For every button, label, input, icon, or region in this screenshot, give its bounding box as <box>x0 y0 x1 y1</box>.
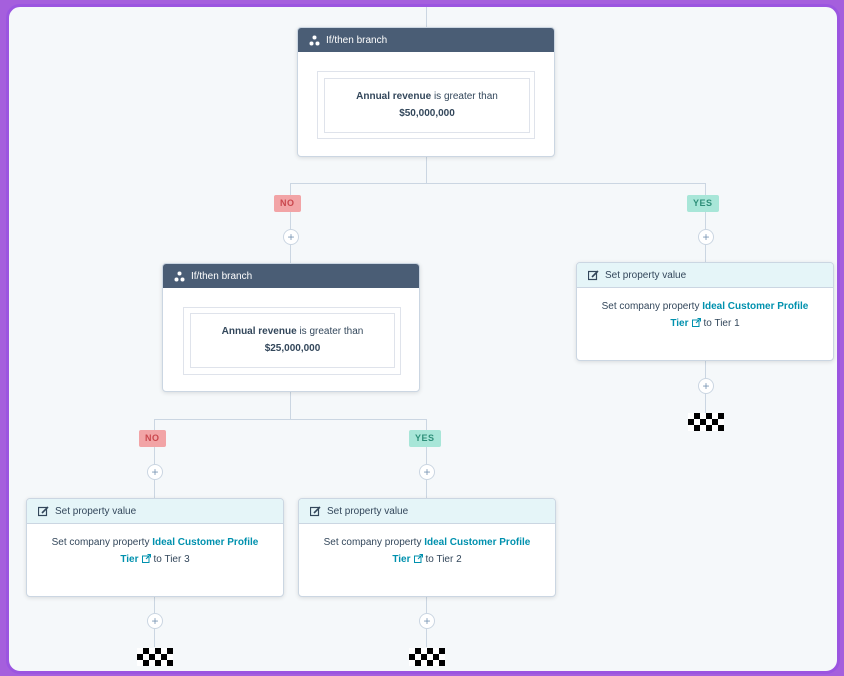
connector-line <box>426 419 427 498</box>
yes-branch-badge: YES <box>687 195 719 212</box>
ifthen-branch-card-top[interactable]: If/then branch Annual revenue is greater… <box>297 27 555 157</box>
condition-box[interactable]: Annual revenue is greater than $25,000,0… <box>190 313 395 368</box>
no-branch-badge: NO <box>274 195 301 212</box>
add-action-button[interactable]: + <box>698 229 714 245</box>
end-flag-icon <box>137 648 173 666</box>
description-prefix: Set company property <box>51 537 150 548</box>
add-action-button[interactable]: + <box>283 229 299 245</box>
branch-icon <box>308 34 320 46</box>
set-property-card-tier3[interactable]: Set property value Set company property … <box>26 498 284 597</box>
card-header: Set property value <box>299 499 555 524</box>
property-value: Tier 2 <box>436 554 462 565</box>
add-action-button[interactable]: + <box>419 613 435 629</box>
connector-line <box>154 419 426 420</box>
card-title: Set property value <box>605 269 687 281</box>
description-to: to <box>425 554 434 565</box>
workflow-canvas: If/then branch Annual revenue is greater… <box>9 7 837 671</box>
yes-branch-badge: YES <box>409 430 441 447</box>
condition-property: Annual revenue <box>221 326 297 337</box>
condition-property: Annual revenue <box>356 91 432 102</box>
description-to: to <box>703 318 712 329</box>
property-value: Tier 1 <box>714 318 740 329</box>
set-property-description: Set company property Ideal Customer Prof… <box>577 288 833 332</box>
condition-value: $50,000,000 <box>399 108 455 119</box>
property-link-tier[interactable]: Tier <box>120 554 139 565</box>
card-header: If/then branch <box>298 28 554 52</box>
card-title: If/then branch <box>191 270 253 282</box>
external-link-icon[interactable] <box>691 318 701 327</box>
connector-line <box>290 183 706 184</box>
set-property-card-tier2[interactable]: Set property value Set company property … <box>298 498 556 597</box>
set-property-description: Set company property Ideal Customer Prof… <box>27 524 283 568</box>
card-header: If/then branch <box>163 264 419 288</box>
workflow-frame: If/then branch Annual revenue is greater… <box>6 4 840 674</box>
external-link-icon[interactable] <box>141 554 151 563</box>
connector-line <box>426 7 427 27</box>
edit-icon <box>587 269 599 281</box>
card-header: Set property value <box>27 499 283 524</box>
add-action-button[interactable]: + <box>147 464 163 480</box>
description-prefix: Set company property <box>601 301 700 312</box>
property-link[interactable]: Ideal Customer Profile <box>152 537 259 548</box>
set-property-description: Set company property Ideal Customer Prof… <box>299 524 555 568</box>
card-title: Set property value <box>327 505 409 517</box>
description-prefix: Set company property <box>323 537 422 548</box>
connector-line <box>705 183 706 263</box>
condition-value: $25,000,000 <box>264 343 321 354</box>
property-link-tier[interactable]: Tier <box>670 318 689 329</box>
branch-icon <box>173 270 185 282</box>
card-header: Set property value <box>577 263 833 288</box>
condition-operator: is greater than <box>433 91 498 102</box>
connector-line <box>426 155 427 183</box>
connector-line <box>290 183 291 263</box>
card-title: If/then branch <box>326 34 388 46</box>
condition-group <box>183 307 401 375</box>
connector-line <box>154 419 155 498</box>
add-action-button[interactable]: + <box>698 378 714 394</box>
end-flag-icon <box>409 648 445 666</box>
edit-icon <box>37 505 49 517</box>
property-link[interactable]: Ideal Customer Profile <box>702 301 809 312</box>
condition-box[interactable]: Annual revenue is greater than $50,000,0… <box>324 78 530 133</box>
ifthen-branch-card-mid[interactable]: If/then branch Annual revenue is greater… <box>162 263 420 392</box>
no-branch-badge: NO <box>139 430 166 447</box>
description-to: to <box>153 554 162 565</box>
property-link-tier[interactable]: Tier <box>392 554 411 565</box>
end-flag-icon <box>688 413 724 431</box>
add-action-button[interactable]: + <box>419 464 435 480</box>
set-property-card-tier1[interactable]: Set property value Set company property … <box>576 262 834 361</box>
card-title: Set property value <box>55 505 137 517</box>
condition-group <box>317 71 535 139</box>
condition-operator: is greater than <box>299 326 364 337</box>
connector-line <box>290 390 291 419</box>
add-action-button[interactable]: + <box>147 613 163 629</box>
property-link[interactable]: Ideal Customer Profile <box>424 537 531 548</box>
external-link-icon[interactable] <box>413 554 423 563</box>
property-value: Tier 3 <box>164 554 190 565</box>
edit-icon <box>309 505 321 517</box>
